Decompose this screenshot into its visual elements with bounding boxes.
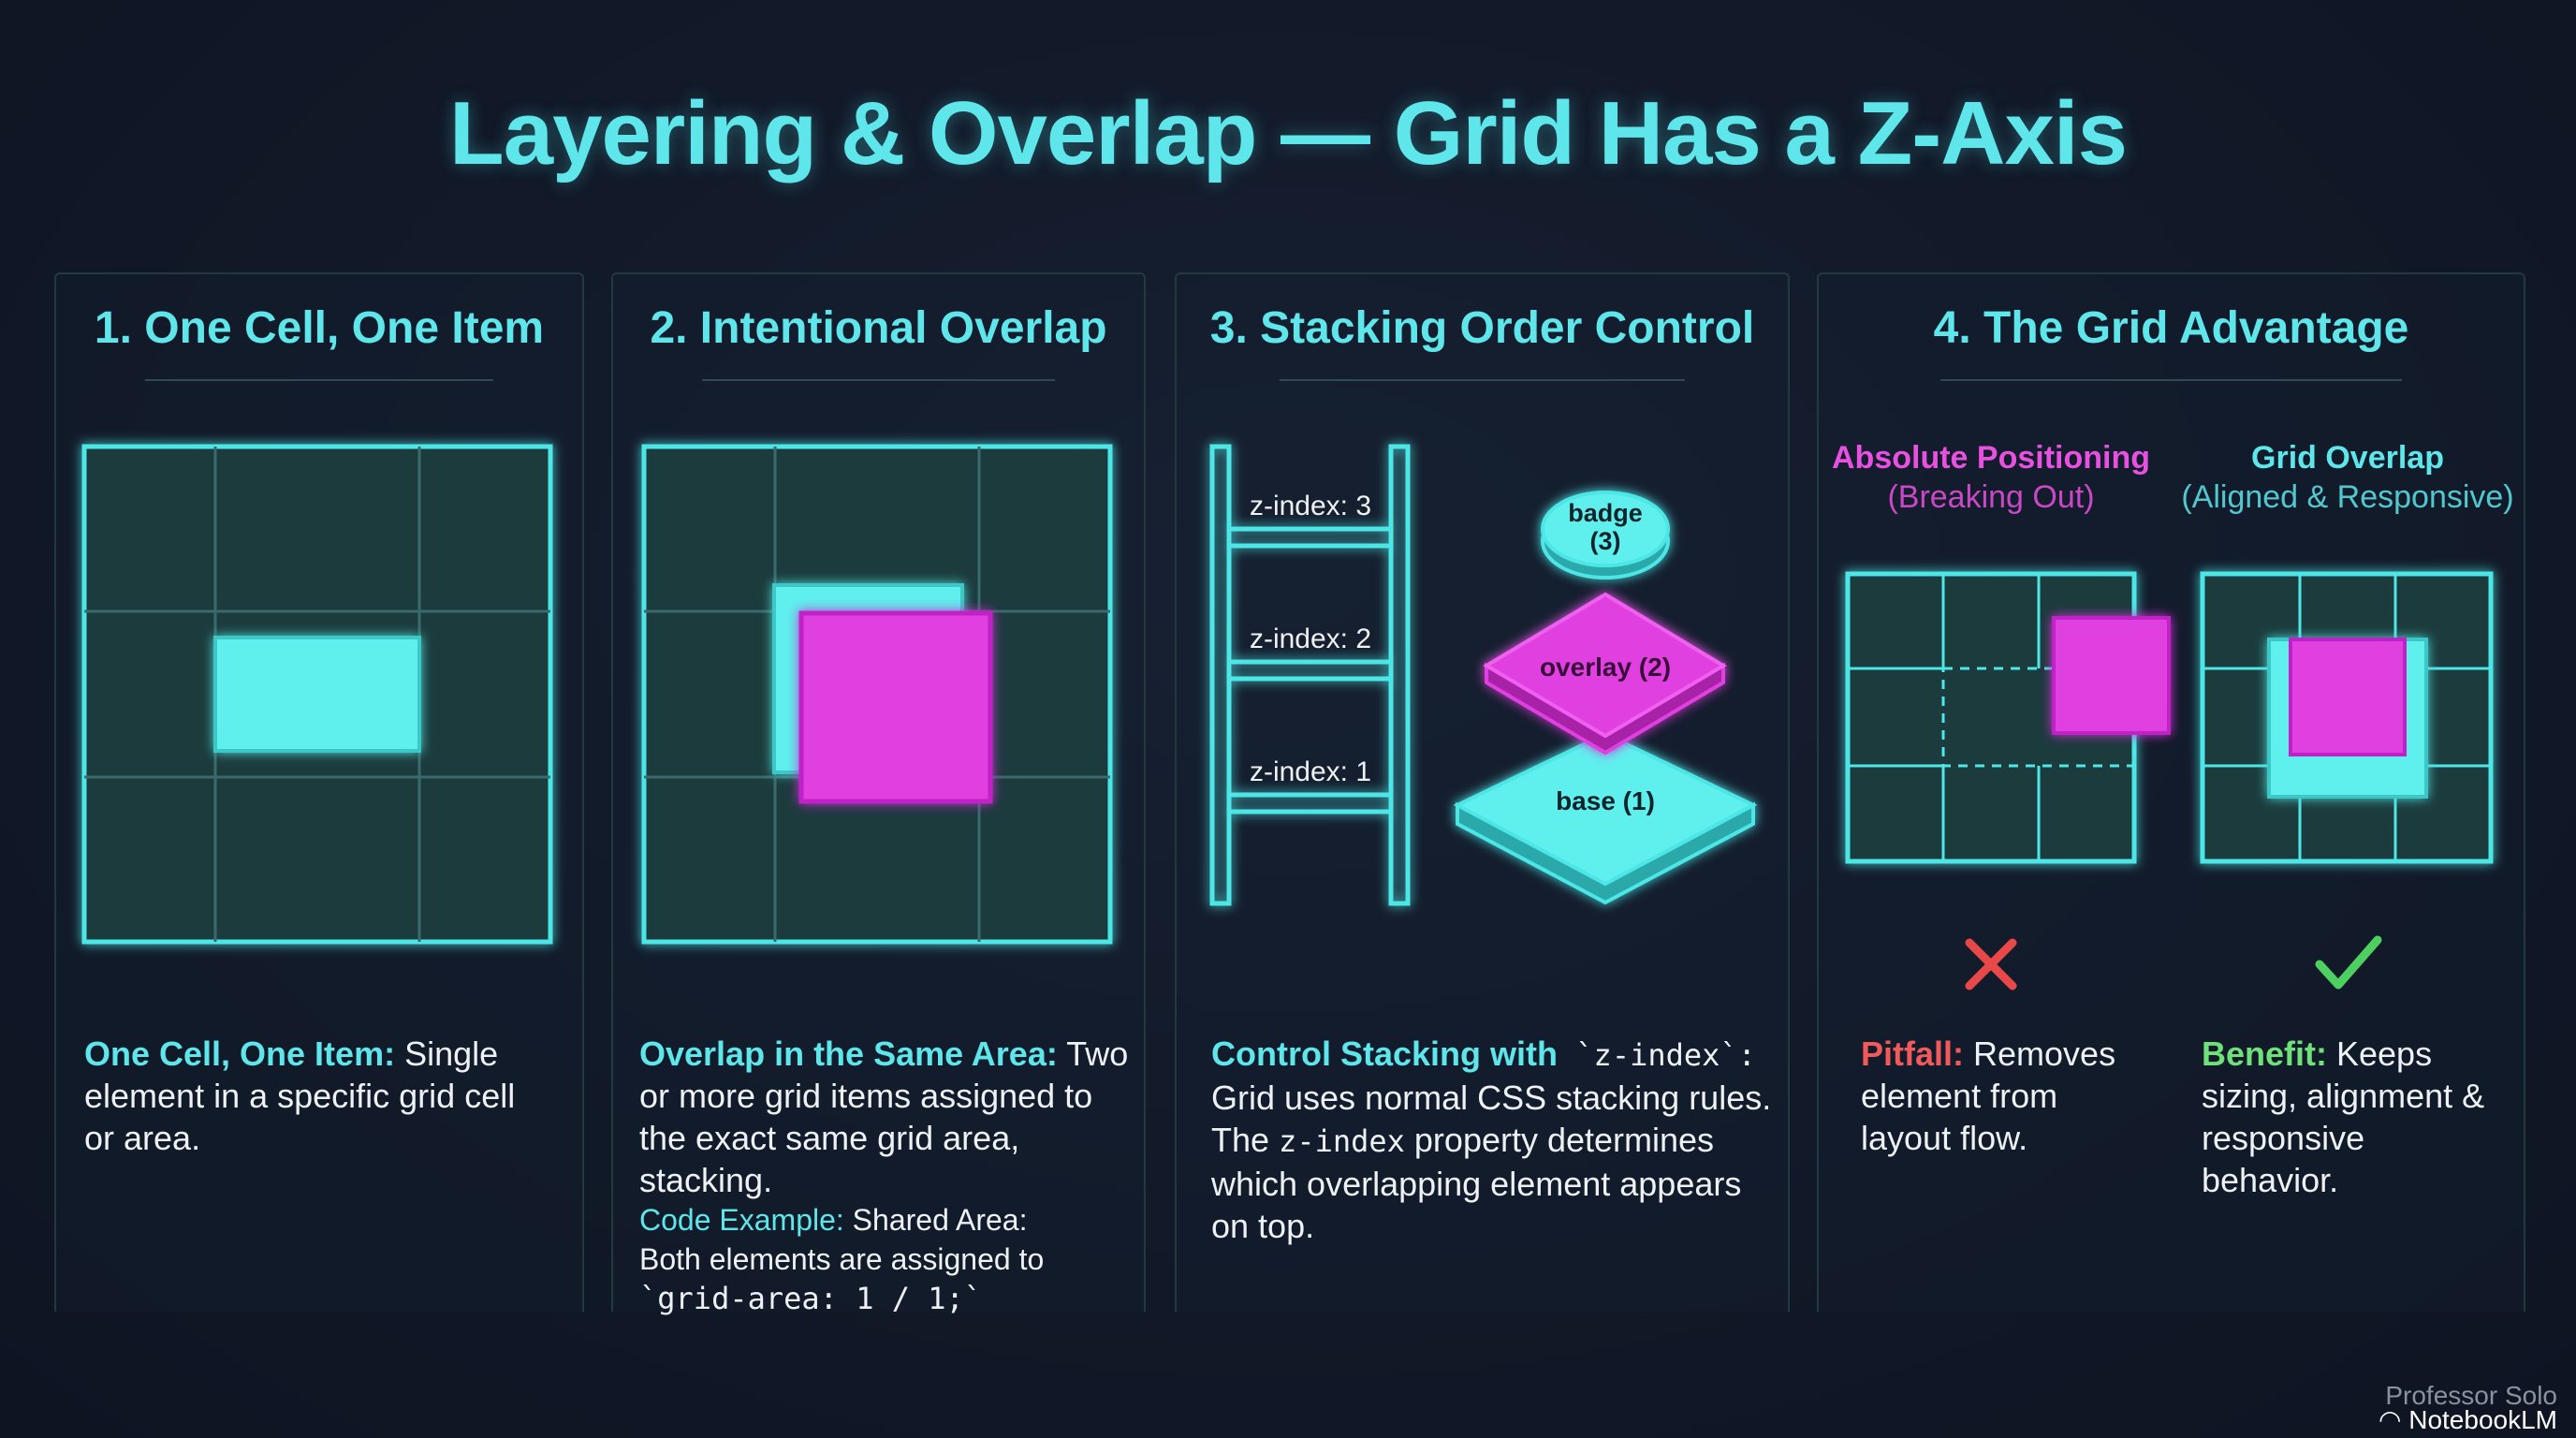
- grid-item-cyan: [213, 636, 421, 753]
- pitfall-description: Pitfall: Removes element from layout flo…: [1861, 1033, 2132, 1159]
- code-example-text: Shared Area: Both elements are assigned …: [639, 1203, 1045, 1276]
- subheading-title: Grid Overlap: [2251, 440, 2444, 476]
- subheading-title: Absolute Positioning: [1832, 440, 2150, 476]
- grid-overlap-heading: Grid Overlap(Aligned & Responsive): [2170, 438, 2525, 517]
- badge-layer: [1541, 491, 1670, 580]
- body-text: Grid uses normal CSS stacking rules. The: [1211, 1078, 1772, 1159]
- panel-heading: 4. The Grid Advantage: [1933, 303, 2409, 353]
- badge-label-line: badge: [1568, 499, 1643, 527]
- absolute-positioning-heading: Absolute Positioning(Breaking Out): [1832, 438, 2150, 517]
- code-example: Code Example: Shared Area: Both elements…: [639, 1200, 1089, 1318]
- benefit-label: Benefit:: [2202, 1034, 2327, 1073]
- subheading-subtitle: (Aligned & Responsive): [2181, 479, 2514, 515]
- panel-one-description: One Cell, One Item: Single element in a …: [84, 1033, 552, 1159]
- subheading-subtitle: (Breaking Out): [1887, 479, 2095, 515]
- ladder-label: z-index: 3: [1249, 491, 1372, 521]
- divider: [145, 379, 493, 381]
- base-layer: [1453, 731, 1758, 905]
- lead-text: Overlap in the Same Area:: [639, 1034, 1058, 1073]
- badge-label-line: (3): [1589, 527, 1621, 555]
- absolute-positioning-diagram: [1845, 571, 2171, 864]
- panel-heading: 1. One Cell, One Item: [94, 303, 545, 353]
- overlap-grid-diagram: [641, 444, 1113, 945]
- z-index-ladder: [1209, 444, 1411, 906]
- code-example-label: Code Example:: [639, 1203, 844, 1237]
- panel-heading: 2. Intentional Overlap: [650, 303, 1107, 353]
- body-text: Keeps sizing, alignment & responsive beh…: [2202, 1034, 2485, 1199]
- grid-overlap-diagram: [2200, 571, 2494, 864]
- badge-label: badge(3): [1530, 499, 1680, 555]
- inline-code: z-index: [1279, 1123, 1405, 1159]
- absolute-item-magenta: [2052, 616, 2171, 735]
- divider: [702, 379, 1055, 381]
- divider: [1280, 379, 1685, 381]
- code-snippet: `grid-area: 1 / 1;`: [639, 1281, 983, 1316]
- grid-item-magenta: [798, 610, 993, 804]
- body-text: Two or more grid items assigned to the e…: [639, 1034, 1129, 1199]
- panel-three-description: Control Stacking with `z-index`: Grid use…: [1211, 1033, 1773, 1247]
- base-label: base (1): [1556, 786, 1655, 815]
- watermark: Professor Solo◠ NotebookLM: [2378, 1381, 2557, 1434]
- body-text: property determines which overlapping el…: [1211, 1121, 1742, 1245]
- panel-two-description: Overlap in the Same Area: Two or more gr…: [639, 1033, 1135, 1201]
- pitfall-label: Pitfall:: [1861, 1034, 1965, 1073]
- overlay-layer: [1483, 592, 1727, 756]
- benefit-description: Benefit: Keeps sizing, alignment & respo…: [2202, 1033, 2510, 1201]
- panel-heading: 3. Stacking Order Control: [1209, 303, 1755, 353]
- ladder-label: z-index: 2: [1249, 624, 1372, 654]
- body-text: Removes element from layout flow.: [1861, 1034, 2116, 1157]
- notebooklm-logo: ◠ NotebookLM: [2378, 1405, 2557, 1434]
- divider: [1940, 379, 2402, 381]
- lead-text: Control Stacking with: [1211, 1034, 1559, 1073]
- lead-text: One Cell, One Item:: [84, 1034, 396, 1073]
- watermark-brand: NotebookLM: [2408, 1405, 2557, 1434]
- page-title: Layering & Overlap — Grid Has a Z-Axis: [449, 83, 2128, 183]
- single-cell-grid-diagram: [81, 444, 553, 945]
- lead-code: `z-index`:: [1558, 1037, 1756, 1073]
- body-text: Single element in a specific grid cell o…: [84, 1034, 516, 1157]
- check-mark-icon: [2315, 935, 2382, 990]
- overlay-label: overlay (2): [1539, 653, 1672, 682]
- x-mark-icon: [1965, 938, 2017, 990]
- watermark-author: Professor Solo: [2385, 1381, 2557, 1410]
- ladder-label: z-index: 1: [1249, 756, 1372, 787]
